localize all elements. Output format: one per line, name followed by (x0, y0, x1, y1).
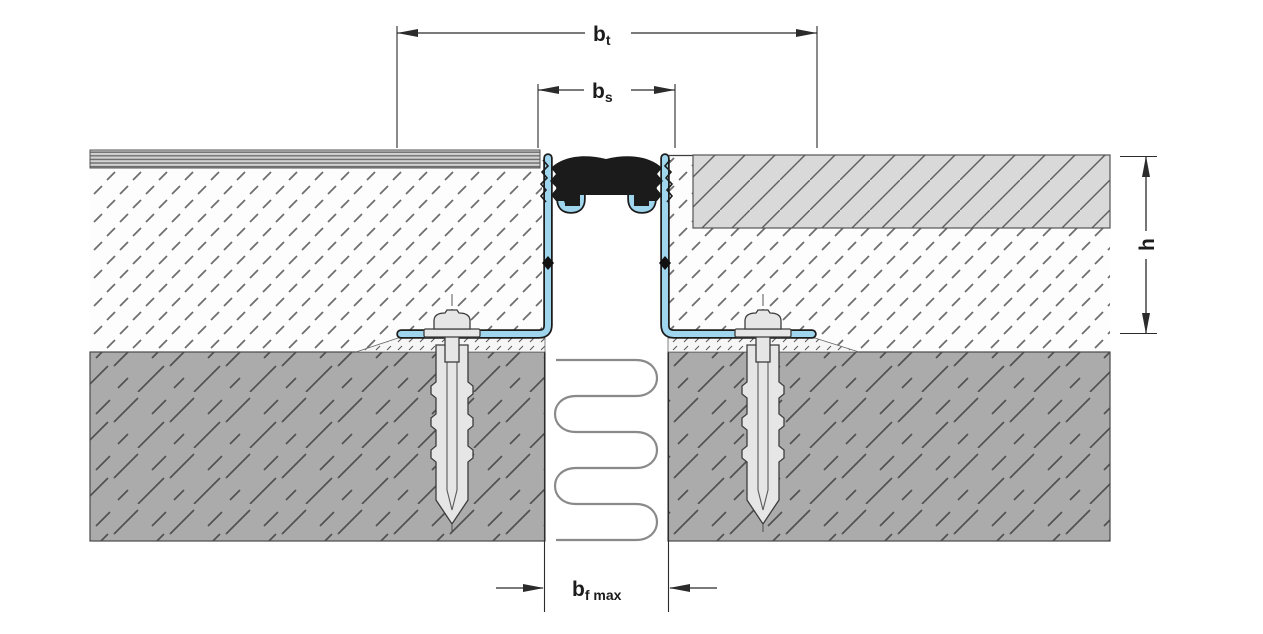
dimension-bt: bt (396, 18, 818, 148)
tile-covering-right (692, 154, 1111, 229)
wall-serration-left (539, 159, 550, 203)
joint-filler-foam (553, 358, 659, 542)
screw-shaft-left (444, 335, 460, 363)
dimension-bs: bs (537, 75, 676, 148)
anchor-left (423, 294, 481, 532)
screw-head-right (744, 309, 782, 330)
screw-head-left (433, 309, 471, 330)
dim-bt-label: bt (593, 23, 611, 48)
screed-layer-left (90, 167, 542, 352)
dim-bf-max-label: bf max (572, 578, 622, 603)
wall-anchor-nub-left (542, 256, 554, 270)
profile-rubber-insert (550, 156, 663, 206)
wall-plug-right (741, 344, 785, 526)
washer-right (734, 328, 792, 338)
screw-shank-left (446, 360, 458, 511)
dimension-bf-max: bf max (496, 578, 717, 603)
anchor-right (734, 294, 792, 532)
dimension-h: h (1120, 155, 1159, 335)
floor-covering-left (89, 149, 541, 169)
concrete-slab-left (89, 351, 546, 542)
dim-bs-label: bs (592, 80, 613, 105)
concrete-slab-right (667, 351, 1111, 542)
screw-shaft-right (755, 335, 771, 363)
wall-serration-right (663, 159, 674, 203)
screw-shank-right (757, 360, 769, 511)
dim-h-label: h (1136, 238, 1159, 251)
wall-plug-left (430, 344, 474, 526)
washer-left (423, 328, 481, 338)
wall-anchor-nub-right (659, 256, 671, 270)
